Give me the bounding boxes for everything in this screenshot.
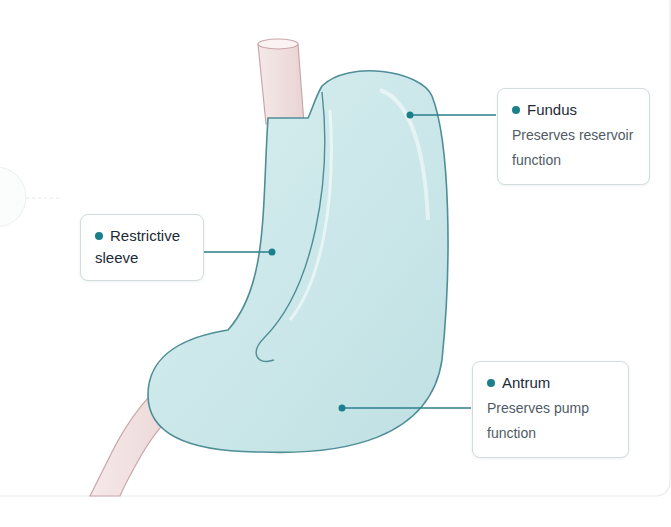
leader-dot	[339, 405, 346, 412]
bullet-dot	[487, 379, 495, 387]
panel	[0, 0, 670, 496]
callout-box: FundusPreserves reservoir function	[497, 88, 650, 185]
highlight	[290, 110, 331, 320]
leader-line	[410, 114, 496, 115]
callout-heading: Restrictive sleeve	[95, 225, 195, 269]
leader-dot	[407, 112, 414, 119]
esophagus-opening	[258, 39, 298, 49]
callout-title: Restrictive sleeve	[95, 227, 180, 266]
callout-heading: Antrum	[487, 372, 620, 394]
highlight	[380, 90, 428, 220]
callout-title: Antrum	[502, 374, 550, 391]
side-handle	[0, 167, 26, 227]
callout-description: Preserves reservoir function	[512, 123, 641, 173]
leader-line	[204, 251, 272, 252]
callout-title: Fundus	[527, 101, 577, 118]
callout-description: Preserves pump function	[487, 396, 620, 446]
leader-dot	[269, 249, 276, 256]
bullet-dot	[512, 106, 520, 114]
esophagus	[258, 44, 304, 124]
sleeve-staple-line	[256, 92, 324, 361]
guide-line	[26, 198, 60, 199]
callout-box: Restrictive sleeve	[80, 214, 204, 281]
leader-line	[342, 407, 471, 408]
callout-box: AntrumPreserves pump function	[472, 361, 629, 458]
callout-heading: Fundus	[512, 99, 641, 121]
bullet-dot	[95, 232, 103, 240]
